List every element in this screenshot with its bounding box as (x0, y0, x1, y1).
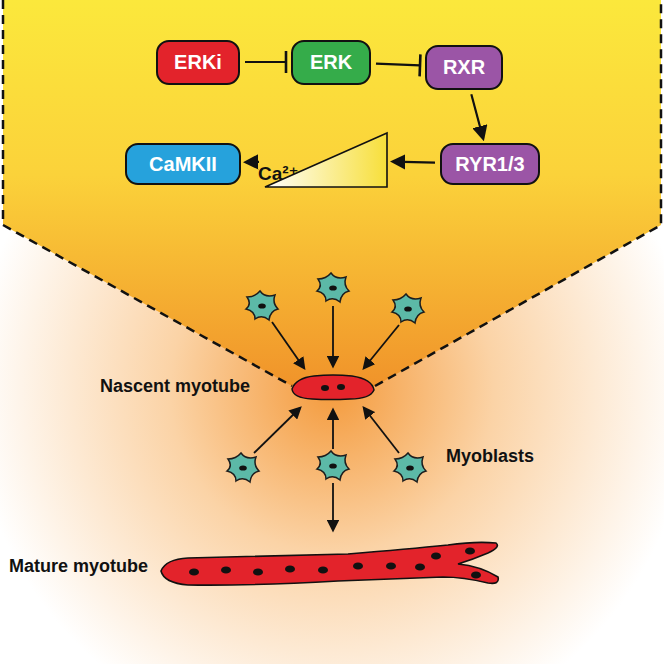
nucleus (415, 563, 425, 570)
inhibition-bar (285, 51, 288, 73)
node-label: CaMKII (149, 153, 217, 175)
stage-label: Mature myotube (9, 557, 148, 577)
calcium-wedge: Ca²⁺ (264, 132, 388, 188)
mature-myotube: Mature myotube (158, 539, 502, 595)
nucleus (471, 571, 481, 578)
nucleus (221, 566, 231, 573)
kinase-box: CaMKII (125, 143, 241, 185)
nucleus (318, 566, 328, 573)
nucleus (189, 568, 199, 575)
nucleus (431, 552, 441, 559)
nascent-myotube-shape (290, 372, 376, 402)
stage-label: Nascent myotube (100, 377, 250, 397)
nucleus (321, 385, 329, 391)
nucleus (465, 547, 475, 554)
node-label: Ca²⁺ (258, 164, 299, 185)
nucleus (253, 568, 263, 575)
activation-arrow (246, 161, 259, 162)
connector-line (376, 64, 420, 66)
connector-line (393, 162, 435, 163)
nucleus (353, 562, 363, 569)
myotube-body (161, 542, 498, 585)
nucleus (285, 565, 295, 572)
activation-arrow (393, 162, 435, 163)
node-label: ERK (310, 51, 352, 73)
myotube-body (292, 375, 374, 400)
connector-line (471, 94, 483, 138)
nucleus (337, 384, 345, 390)
inhibition-bar (418, 54, 421, 76)
node-label: RXR (443, 56, 485, 78)
nascent-myotube: Nascent myotube (290, 372, 376, 402)
inhibitor-box: ERKi (156, 40, 240, 85)
receptor-box: RXR (425, 45, 503, 90)
inhibition-connector (376, 54, 420, 76)
cell-label: Myoblasts (446, 446, 534, 467)
node-label: ERKi (174, 51, 222, 73)
connector-line (246, 161, 259, 164)
connector-line (245, 61, 286, 63)
zoom-region (3, 0, 661, 386)
activation-arrow (471, 94, 483, 138)
kinase-box: ERK (291, 40, 371, 85)
zoom-outline (3, 0, 661, 386)
inhibition-connector (245, 51, 286, 73)
node-label: RYR1/3 (455, 153, 524, 175)
migration-arrows (254, 306, 399, 530)
myoblast-cells (227, 273, 426, 482)
mature-myotube-shape (158, 539, 502, 595)
channel-box: RYR1/3 (440, 143, 540, 185)
nucleus (386, 562, 396, 569)
